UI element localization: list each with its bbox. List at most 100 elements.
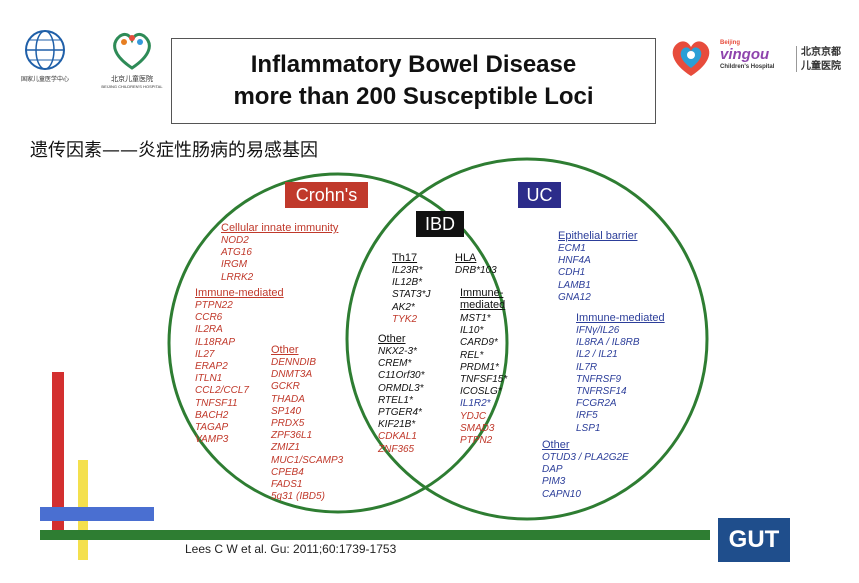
gene-item: FCGR2A (576, 398, 617, 410)
ibd-other-title: Other (378, 333, 406, 345)
decor-green-bar (40, 530, 710, 540)
ibd-hla-list: DRB*103 (455, 265, 497, 277)
ibd-hla-title: HLA (455, 252, 477, 264)
gene-item: ZPF36L1 (271, 430, 313, 442)
gene-item: THADA (271, 393, 305, 405)
brand-name: vingou (720, 46, 770, 63)
gene-item: TAGAP (195, 422, 229, 434)
gene-item: IL27 (195, 348, 215, 360)
gene-item: ORMDL3* (378, 382, 424, 394)
gene-item: VAMP3 (195, 434, 229, 446)
ibd-label: IBD (416, 211, 464, 237)
gene-item: IRF5 (576, 410, 598, 422)
gene-item: LAMB1 (558, 279, 591, 291)
uc-epi-list: ECM1 HNF4A CDH1 LAMB1 GNA12 (558, 243, 591, 304)
gene-item: MUC1/SCAMP3 (271, 454, 344, 466)
gene-item: CAPN10 (542, 488, 581, 500)
gene-item: ZMIZ1 (271, 442, 300, 454)
gene-item: YDJC (460, 410, 487, 422)
gene-item: KIF21B* (378, 419, 416, 431)
gene-item: SP140 (271, 405, 302, 417)
crohns-immune-list: PTPN22 CCR6 IL2RA IL18RAP IL27 ERAP2 ITL… (195, 300, 249, 446)
uc-other-title: Other (542, 439, 570, 451)
heart-leaf-emblem-icon (113, 32, 151, 70)
gene-item: TNFSF15* (460, 374, 508, 386)
gene-item: STAT3*J (392, 289, 431, 301)
logo-caption: 北京儿童医院 (111, 76, 153, 83)
gene-item: LSP1 (576, 422, 601, 434)
globe-emblem-icon (25, 30, 65, 70)
gene-item: TYK2 (392, 313, 418, 325)
crohns-innate-title: Cellular innate immunity (221, 222, 339, 234)
chinese-subtitle: 遗传因素——炎症性肠病的易感基因 (30, 140, 318, 161)
gene-item: AK2* (392, 301, 415, 313)
ibd-immune-title-line2: mediated (460, 299, 506, 311)
gene-item: ECM1 (558, 243, 586, 254)
crohns-label: Crohn's (285, 182, 368, 208)
gene-item: NKX2-3* (378, 346, 417, 357)
crohns-other-list: DENNDIB DNMT3A GCKR THADA SP140 PRDX5 ZP… (271, 357, 343, 503)
ibd-th17-list: IL23R* IL12B* STAT3*J AK2* TYK2 (392, 265, 431, 326)
heart-logo-icon (672, 41, 710, 76)
gene-item: ITLN1 (195, 373, 223, 385)
gene-item: CCL2/CCL7 (195, 385, 249, 397)
gene-item: DNMT3A (271, 369, 313, 381)
brand-city: Beijing (720, 40, 741, 46)
ibd-th17-title: Th17 (392, 252, 418, 264)
gene-item: IL23R* (392, 265, 423, 276)
gene-item: CDH1 (558, 267, 586, 279)
gene-item: IL7R (576, 361, 598, 373)
crohns-other-title: Other (271, 344, 299, 356)
ibd-immune-title: Immune- mediated (460, 287, 505, 311)
gene-item: IL12B* (392, 277, 423, 289)
gene-item: PTPN2 (460, 435, 493, 447)
gene-item: PRDM1* (460, 361, 499, 373)
gene-item: TNFSF11 (195, 397, 238, 409)
uc-other-list: OTUD3 / PLA2G2E DAP PIM3 CAPN10 (542, 452, 629, 501)
logo-caption: 国家儿童医学中心 (20, 77, 69, 83)
crohns-immune-title: Immune-mediated (195, 287, 284, 299)
gene-item: DAP (542, 464, 563, 476)
gene-item: GNA12 (558, 291, 591, 303)
gene-item: PRDX5 (271, 418, 305, 430)
gene-item: GCKR (271, 381, 300, 393)
logo-subcaption: BEIJING CHILDREN'S HOSPITAL (101, 84, 163, 89)
gene-item: IL8RA / IL8RB (576, 337, 640, 349)
ibd-immune-list: MST1* IL10* CARD9* REL* PRDM1* TNFSF15* … (460, 313, 507, 447)
gene-item: IL2 / IL21 (576, 349, 618, 361)
gene-item: PTPN22 (195, 300, 233, 311)
gene-item: REL* (460, 349, 484, 361)
citation: Lees C W et al. Gu: 2011;60:1739-1753 (185, 542, 397, 556)
gene-item: NOD2 (221, 235, 249, 246)
gene-item: TNFRSF14 (576, 386, 627, 398)
gene-item: OTUD3 / PLA2G2E (542, 452, 629, 463)
gene-item: MST1* (460, 313, 491, 324)
gene-item: ICOSLG* (460, 386, 502, 398)
decor-blue-bar (40, 507, 154, 521)
gene-item: ERAP2 (195, 361, 228, 373)
divider (796, 46, 797, 72)
gene-item: ATG16 (221, 247, 252, 259)
gene-item: SMAD3 (460, 422, 495, 434)
title-box: Inflammatory Bowel Disease more than 200… (171, 38, 656, 124)
gene-item: BACH2 (195, 409, 229, 421)
gene-item: TNFRSF9 (576, 373, 621, 385)
national-childrens-center-logo: 国家儿童医学中心 (10, 28, 80, 83)
brand-chinese: 北京京都 儿童医院 (801, 47, 841, 72)
gene-item: ZNF365 (378, 443, 415, 455)
gene-item: IL2RA (195, 324, 223, 336)
gut-journal-logo: GUT (718, 518, 790, 562)
gene-item: IL1R2* (460, 398, 491, 410)
gene-item: LRRK2 (221, 271, 254, 283)
decor-red-bar (52, 372, 64, 530)
vingou-hospital-logo: Beijing vingou Children's Hospital 北京京都 … (668, 38, 853, 82)
title-line-2: more than 200 Susceptible Loci (233, 83, 594, 110)
gene-item: DENNDIB (271, 357, 317, 368)
ibd-other-list: NKX2-3* CREM* C11Orf30* ORMDL3* RTEL1* P… (378, 346, 425, 456)
uc-label: UC (518, 182, 561, 208)
gene-item: IL10* (460, 325, 484, 337)
uc-immune-title: Immune-mediated (576, 312, 665, 324)
gene-item: DRB*103 (455, 265, 497, 276)
beijing-childrens-hospital-logo: 北京儿童医院 BEIJING CHILDREN'S HOSPITAL (92, 28, 172, 89)
